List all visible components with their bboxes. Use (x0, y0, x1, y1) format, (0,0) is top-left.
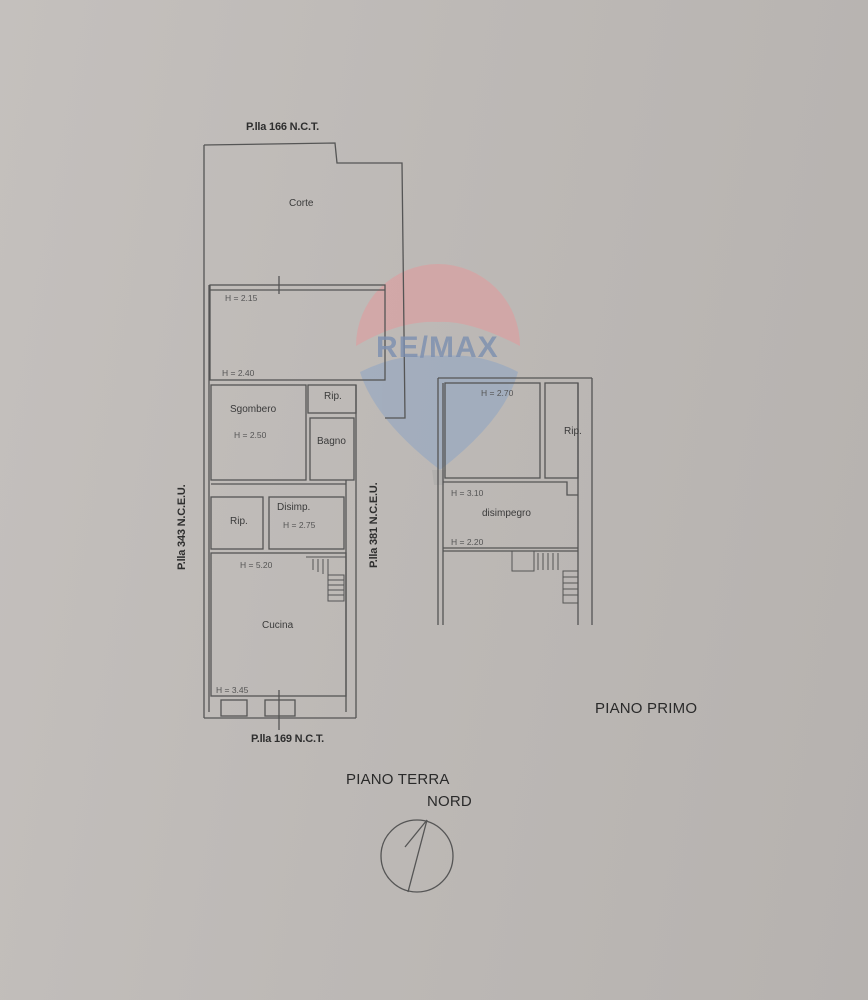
room-rip-small: Rip. (324, 391, 342, 402)
height-label: H = 3.10 (451, 488, 484, 498)
height-label: H = 2.50 (234, 430, 267, 440)
room-bagno: Bagno (317, 436, 346, 447)
height-label: H = 2.20 (451, 537, 484, 547)
room-rip: Rip. (230, 516, 248, 527)
ground-floor-title: PIANO TERRA (346, 771, 450, 788)
room-disimp: Disimp. (277, 502, 311, 513)
room-rip-first: Rip. (564, 426, 582, 437)
stairs-ground (306, 556, 346, 602)
north-label: NORD (427, 793, 472, 810)
parcel-right-label: P.lla 381 N.C.E.U. (368, 482, 380, 568)
room-disimpegro: disimpegro (482, 508, 531, 519)
remax-balloon-watermark (356, 264, 520, 485)
height-label: H = 2.40 (222, 368, 255, 378)
room-cucina: Cucina (262, 620, 294, 631)
parcel-left-label: P.lla 343 N.C.E.U. (176, 484, 188, 570)
parcel-bottom-label: P.lla 169 N.C.T. (251, 733, 325, 745)
height-label: H = 2.75 (283, 520, 316, 530)
height-label: H = 2.70 (481, 388, 514, 398)
first-floor-title: PIANO PRIMO (595, 700, 698, 717)
room-sgombero: Sgombero (230, 404, 277, 415)
stairs-first (511, 550, 579, 604)
north-arrow-icon (380, 819, 454, 893)
height-label: H = 2.15 (225, 293, 258, 303)
parcel-top-label: P.lla 166 N.C.T. (246, 121, 320, 133)
room-corte: Corte (289, 198, 314, 209)
height-label: H = 5.20 (240, 560, 273, 570)
height-label: H = 3.45 (216, 685, 249, 695)
watermark-text: RE/MAX (376, 331, 499, 364)
